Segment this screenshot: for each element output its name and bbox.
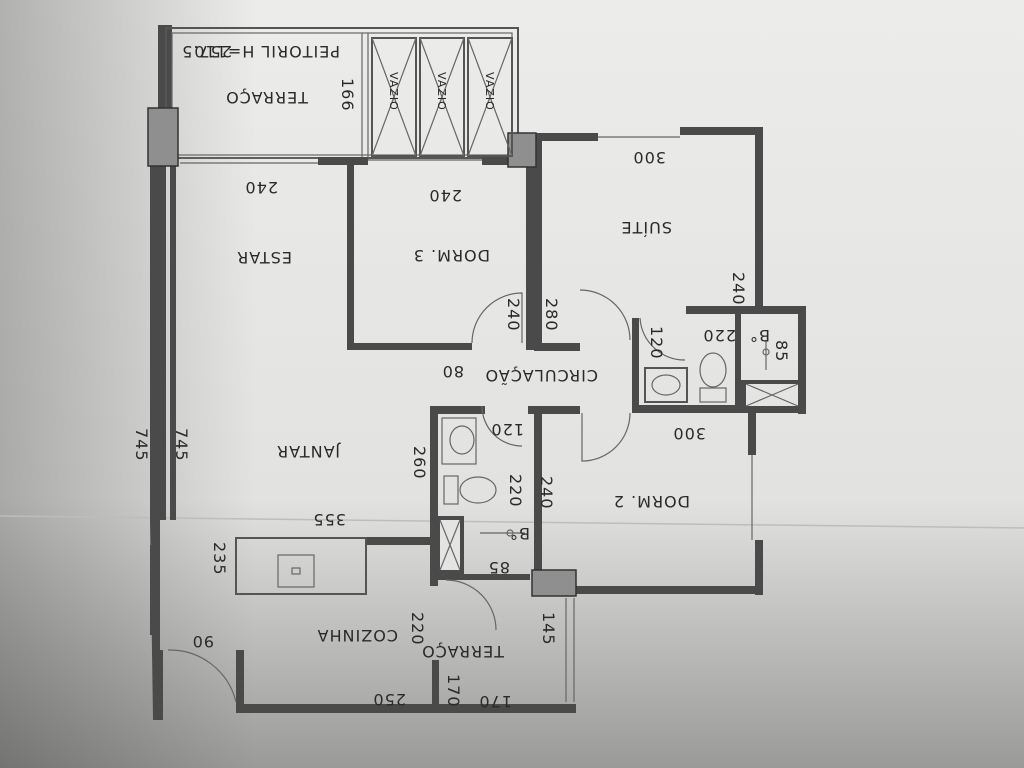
- dim-240-estar: 240: [244, 178, 278, 197]
- dim-170-a: 170: [444, 674, 463, 708]
- dim-300-suite: 300: [632, 148, 666, 167]
- dim-240-dorm2: 240: [537, 476, 556, 510]
- dim-120-mid: 120: [490, 420, 524, 439]
- dim-260: 260: [410, 446, 429, 480]
- column-left: [147, 107, 179, 167]
- wall-bath-right: [798, 306, 806, 414]
- wall-kitchen-bottom: [236, 704, 576, 713]
- wall-suite-right: [755, 127, 763, 312]
- wall-dorm2-right-bottom: [755, 540, 763, 595]
- room-terraco-bottom: TERRAÇO: [421, 642, 505, 661]
- label-vazio-1: VAZIO: [387, 72, 400, 111]
- wall-suite-top-right: [680, 127, 762, 135]
- room-dorm2: DORM. 2: [613, 492, 690, 511]
- labels: PEITORIL H=110 257.5 TERRAÇO 166 VAZIO V…: [132, 42, 791, 711]
- dim-300-dorm2: 300: [672, 424, 706, 443]
- dim-170-b: 170: [478, 692, 512, 711]
- dim-220-mid: 220: [506, 474, 525, 508]
- dim-220-top: 220: [702, 326, 736, 345]
- wall-dorm2-top: [528, 406, 580, 414]
- dim-85-top: 85: [772, 340, 791, 362]
- door-swings: [167, 289, 686, 703]
- wall-terrace-bottom: [318, 157, 368, 165]
- wall-bath-top: [686, 306, 806, 314]
- wall-bath-left: [632, 318, 639, 408]
- wall-midbath-left: [430, 406, 438, 586]
- wall-suite-top-left: [534, 133, 598, 141]
- wall-kitchen-top: [366, 537, 436, 545]
- room-suite: SUÍTE: [621, 218, 672, 237]
- wall-left-bottom: [153, 650, 163, 720]
- dim-90: 90: [192, 632, 214, 651]
- dim-145: 145: [539, 612, 558, 646]
- dim-250: 250: [372, 690, 406, 709]
- label-bath-top: B°: [749, 326, 770, 345]
- label-peitoril: PEITORIL H=110: [193, 42, 340, 61]
- label-vazio-2: VAZIO: [435, 72, 448, 111]
- wall-midbath-top: [430, 406, 485, 414]
- dim-235: 235: [210, 542, 229, 576]
- room-circulacao: CIRCULAÇÃO: [485, 366, 598, 385]
- dim-355: 355: [312, 510, 346, 529]
- wall-kitchen-left: [236, 650, 244, 712]
- wall-dorm2-right-top: [748, 413, 756, 455]
- dim-80: 80: [442, 362, 464, 381]
- wall-left-outer: [150, 25, 172, 718]
- wall-dorm2-bottom: [576, 586, 763, 594]
- wall-bath-bottom: [632, 405, 806, 413]
- dim-745-outer: 745: [132, 428, 151, 462]
- dim-120-top: 120: [647, 326, 666, 360]
- wall-suite-bottom: [534, 343, 580, 351]
- dim-240-dorm3: 240: [428, 186, 462, 205]
- dim-257: 257.5: [181, 42, 232, 61]
- column-center-bottom: [531, 569, 577, 597]
- wall-midbath-bottom: [430, 574, 530, 580]
- dim-166: 166: [338, 78, 357, 112]
- dim-240-circ: 240: [504, 298, 523, 332]
- label-vazio-3: VAZIO: [483, 72, 496, 111]
- label-bath-mid: B°: [509, 524, 530, 543]
- vazio-shafts: [371, 37, 513, 157]
- wall-bath-divider: [735, 314, 741, 408]
- dim-240-suite: 240: [729, 272, 748, 306]
- wall-terrace-bottom-2: [482, 157, 512, 165]
- wall-left-lower: [150, 545, 160, 635]
- walls: [150, 25, 806, 720]
- room-estar: ESTAR: [236, 248, 292, 267]
- room-cozinha: COZINHA: [317, 626, 398, 645]
- room-terraco-top: TERRAÇO: [225, 88, 309, 107]
- fixtures: [235, 340, 804, 595]
- wall-dorm3-bottom: [347, 343, 472, 350]
- dim-85-mid: 85: [488, 558, 510, 577]
- dim-220-coz: 220: [408, 612, 427, 646]
- kitchen-counter: [235, 537, 367, 595]
- room-jantar: JANTAR: [276, 442, 341, 461]
- room-dorm3: DORM. 3: [413, 246, 490, 265]
- dim-745-inner: 745: [172, 428, 191, 462]
- wall-kitchen-divider: [432, 660, 439, 712]
- dim-280: 280: [542, 298, 561, 332]
- wall-left-inner: [170, 165, 176, 520]
- wall-dorm2-left: [534, 406, 542, 581]
- wall-dorm3-left: [347, 165, 354, 350]
- wall-suite-left: [534, 141, 542, 351]
- wall-dorm3-right: [526, 165, 534, 350]
